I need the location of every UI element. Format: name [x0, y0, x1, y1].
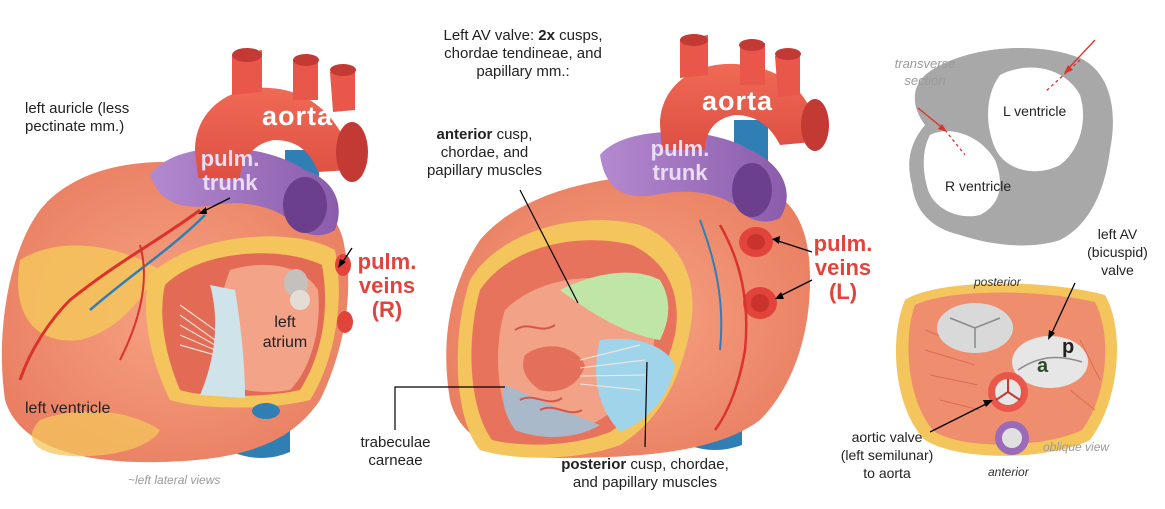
- pulmonary-vein-opening: [290, 290, 310, 310]
- aorta-branch: [775, 52, 800, 97]
- pulmonary-trunk-opening: [732, 163, 772, 217]
- aorta-mid: [660, 63, 815, 150]
- arrowhead: [1064, 65, 1073, 74]
- left-heart-lateral-view: [1, 48, 368, 463]
- left-av-valve-label: left AV(bicuspid)valve: [1087, 226, 1148, 278]
- anterior-orientation-label: anterior: [988, 465, 1029, 479]
- aortic-valve-cusps: [995, 379, 1021, 401]
- coronary-vein: [699, 219, 723, 351]
- aorta-branch: [232, 50, 262, 95]
- aorta-opening: [801, 99, 829, 151]
- aorta-branch-opening: [739, 39, 765, 51]
- pulmonary-valve-inner: [1002, 428, 1022, 448]
- arrowhead: [775, 292, 784, 299]
- aorta-branch: [680, 35, 708, 78]
- pointer-line: [774, 239, 813, 253]
- pulmonary-vein-r: [337, 311, 353, 333]
- mitral-valve-leaflet: [200, 285, 245, 398]
- pulmonary-vein-r: [335, 254, 351, 276]
- mitral-valve-line: [1017, 356, 1083, 371]
- aorta-branch-opening: [232, 48, 262, 62]
- pointer-line: [1049, 282, 1076, 338]
- chordae-tendineae: [179, 304, 216, 356]
- aorta-branch: [330, 68, 355, 112]
- coronary-artery: [18, 208, 201, 381]
- cusp-a-label: a: [1037, 355, 1049, 377]
- posterior-orientation-label: posterior: [974, 275, 1021, 289]
- aorta-label-mid: aorta: [701, 86, 774, 116]
- left-lateral-views-caption: ~left lateral views: [128, 473, 221, 487]
- pointer-line: [394, 386, 505, 430]
- posterior-cusp: [596, 338, 675, 432]
- aorta-branch-opening: [293, 54, 319, 66]
- oblique-valve-view: [895, 282, 1117, 456]
- pointer-line: [929, 401, 991, 433]
- l-ventricle-label: L ventricle: [1003, 103, 1067, 119]
- arrowhead: [938, 124, 947, 132]
- chordae-tendineae: [579, 344, 646, 391]
- aorta-branch-opening: [330, 64, 356, 76]
- oblique-view-label: oblique view: [1043, 440, 1110, 454]
- arrowhead: [198, 207, 207, 214]
- av-valve-title: Left AV valve: 2x cusps, chordae tendine…: [443, 27, 603, 80]
- arrowhead: [338, 259, 346, 268]
- posterior-cusp-label: posterior cusp, chordae, and papillary m…: [561, 456, 729, 491]
- pulm-veins-l-label: pulm.veins(L): [813, 231, 873, 304]
- pointer-line: [519, 189, 579, 304]
- tricuspid-cusps: [949, 317, 1001, 348]
- pulmonary-trunk-opening: [283, 177, 327, 233]
- coronary-vein: [89, 214, 206, 311]
- aortic-valve-label: aortic valve(left semilunar)to aorta: [840, 429, 934, 481]
- pointer-line: [644, 361, 648, 448]
- pulmonary-vein-l-lumen: [747, 234, 765, 250]
- trabeculae-carneae-pattern: [514, 324, 583, 414]
- anterior-cusp-label: anterior cusp, chordae, and papillary mu…: [426, 126, 543, 179]
- aorta-branch: [740, 43, 765, 85]
- aorta-left: [195, 87, 353, 180]
- r-ventricle-label: R ventricle: [945, 178, 1012, 194]
- aorta-branch-opening: [775, 48, 801, 60]
- pulmonary-vein-opening: [284, 269, 308, 297]
- r-ventricle-cavity: [923, 131, 1000, 217]
- pulm-trunk-label-mid: pulm.trunk: [650, 136, 710, 185]
- pulm-trunk-label-left: pulm.trunk: [200, 146, 260, 195]
- coronary-artery: [713, 224, 748, 431]
- papillary-muscle: [523, 346, 585, 392]
- left-ventricle-label: left ventricle: [25, 400, 111, 417]
- pulm-veins-r-label: pulm.veins(R): [357, 249, 417, 322]
- arrowhead: [1048, 330, 1055, 340]
- transverse-section-diagram: [909, 39, 1113, 246]
- coronary-sinus: [252, 403, 280, 419]
- aorta-branch-opening: [680, 34, 708, 46]
- middle-heart-opened-ventricle: [394, 34, 829, 459]
- anterior-cusp: [560, 272, 669, 340]
- l-ventricle-cavity: [988, 67, 1084, 172]
- arrowhead: [772, 236, 780, 244]
- aorta-opening: [336, 122, 368, 182]
- pointer-line: [777, 279, 813, 298]
- aorta-branch: [293, 58, 318, 100]
- pulmonary-vein-l-lumen: [751, 294, 769, 312]
- arrowhead: [983, 400, 993, 407]
- fat-patch: [31, 411, 160, 457]
- coronary-artery: [119, 244, 145, 361]
- cusp-p-label: p: [1062, 336, 1075, 358]
- mitral-valve: [1012, 336, 1088, 388]
- aorta-label-left: aorta: [261, 101, 334, 131]
